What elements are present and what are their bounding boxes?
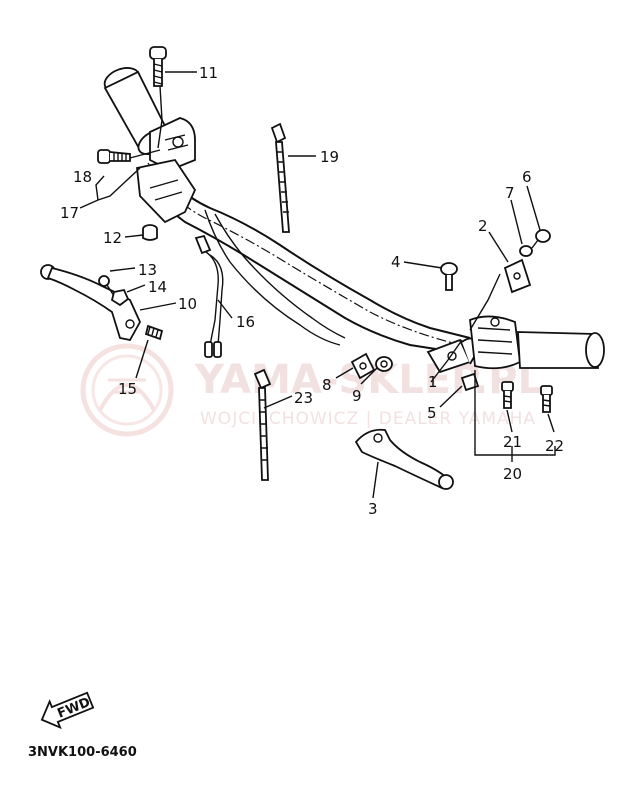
callout-12: 12: [103, 229, 122, 247]
screw-22: [540, 385, 553, 413]
callout-14: 14: [148, 278, 167, 296]
callout-7: 7: [505, 184, 515, 202]
callout-4: 4: [391, 253, 401, 271]
callout-19: 19: [320, 148, 339, 166]
diagram-code: 3NVK100-6460: [28, 745, 137, 760]
callout-15: 15: [118, 380, 137, 398]
right-grip: [517, 331, 605, 369]
callout-23: 23: [294, 389, 313, 407]
callout-17: 17: [60, 204, 79, 222]
callout-3: 3: [368, 500, 378, 518]
screw-6: [531, 229, 551, 249]
left-switch-assembly: [136, 117, 197, 224]
clamp-2: [469, 258, 532, 331]
callout-13: 13: [138, 261, 157, 279]
callout-2: 2: [478, 217, 488, 235]
callout-6: 6: [522, 168, 532, 186]
watermark-subtitle: WOJCIECHOWICZ | DEALER YAMAHA: [200, 409, 536, 429]
screw-21: [501, 381, 514, 409]
callout-11: 11: [199, 64, 218, 82]
callout-20: 20: [503, 465, 522, 483]
right-switch-20: [469, 315, 521, 370]
callout-1: 1: [428, 373, 438, 391]
callout-9: 9: [352, 387, 362, 405]
bolt-4: [440, 262, 458, 291]
leader-lines: [79, 71, 556, 499]
washer-7: [519, 245, 533, 257]
clamp-8: [350, 352, 376, 380]
cable-tie-23: [253, 368, 272, 481]
cable-tie-19: [270, 122, 290, 233]
screw-15: [144, 324, 164, 341]
fwd-arrow: FWD: [40, 691, 95, 730]
callout-5: 5: [427, 404, 437, 422]
callout-labels: 1 2 3 4 5 6 7 8 9 10 11 12 13 14 15 16 1…: [60, 64, 564, 518]
clip-5: [460, 372, 480, 392]
watermark-logo: [80, 343, 174, 437]
callout-18: 18: [73, 168, 92, 186]
callout-10: 10: [178, 295, 197, 313]
screw-11: [149, 46, 167, 87]
washer-9: [375, 356, 393, 372]
callout-8: 8: [322, 376, 332, 394]
screw-18: [97, 149, 131, 164]
callout-22: 22: [545, 437, 564, 455]
nut-14: [110, 288, 130, 307]
callout-16: 16: [236, 313, 255, 331]
right-lever-3: [354, 428, 454, 490]
callout-21: 21: [503, 433, 522, 451]
wire-harness-16: [194, 234, 224, 358]
left-lever: [40, 264, 142, 342]
cap-12: [142, 224, 158, 241]
